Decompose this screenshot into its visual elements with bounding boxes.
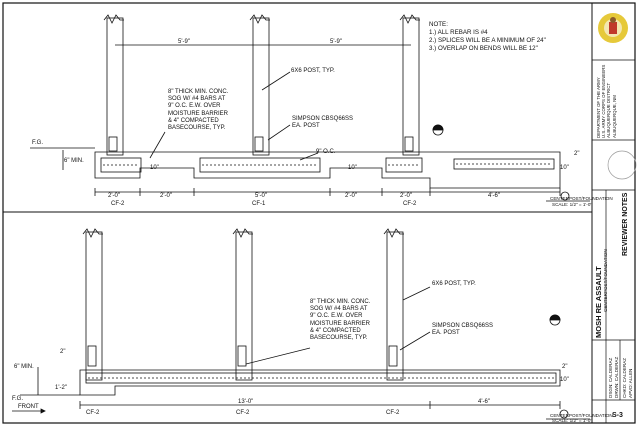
plan1-dim-10a: 10": [150, 165, 159, 171]
anchor-line: SIMPSON CBSQ66SS: [292, 116, 354, 122]
plan1-min: 6" MIN.: [64, 158, 84, 164]
plan2-front: FRONT: [18, 404, 39, 410]
plan2-span: 13'-0": [238, 399, 254, 405]
plan1-spacing: 9" O.C.: [316, 149, 336, 155]
plan1-slab-note: 8" THICK MIN. CONC. SOG W/ #4 BARS AT 9"…: [168, 89, 228, 132]
plan2-dim-10: 10": [560, 377, 569, 383]
plan1-dim: 2'-0": [345, 193, 357, 199]
plan2-anchor-note: SIMPSON CBSQ66SS EA. POST: [432, 323, 493, 337]
anchor-line: EA. POST: [432, 330, 460, 337]
slab-note-line: SOG W/ #4 BARS AT: [310, 306, 368, 313]
front-arrow: [12, 408, 46, 414]
plan2-span-right: 4'-6": [478, 399, 490, 405]
plan2-min: 6" MIN.: [14, 364, 34, 370]
plan1-dim: 2'-0": [108, 193, 120, 199]
plan2-footing: CF-2: [386, 410, 400, 416]
slab-note-line: 8" THICK MIN. CONC.: [168, 89, 229, 95]
notes-title: NOTE:: [429, 21, 448, 28]
slab-note-line: SOG W/ #4 BARS AT: [168, 96, 226, 103]
plan2-slab-note: 8" THICK MIN. CONC. SOG W/ #4 BARS AT 9"…: [310, 299, 370, 342]
section-marker-plan1: [432, 124, 590, 202]
plan1-span-left: 5'-9": [178, 39, 190, 45]
plan1-dim: 5'-0": [255, 193, 267, 199]
slab-note-line: MOISTURE BARRIER: [168, 110, 229, 117]
sheet-number: S-3: [612, 412, 623, 419]
plan1-dim: 2'-0": [400, 193, 412, 199]
slab-note-line: MOISTURE BARRIER: [310, 320, 371, 327]
slab-note-line: & 4" COMPACTED: [168, 117, 219, 124]
plan1-dim-10c: 10": [560, 165, 569, 171]
plan2-post-label: 6X6 POST, TYP.: [432, 281, 476, 287]
plan1-footing: CF-2: [111, 201, 125, 207]
plan1-section-caption: CENTERPOST/FOUNDATION: [550, 196, 613, 201]
approver: APVD: ALLEN: [628, 368, 633, 398]
sheet-title: REVIEWER NOTES: [622, 192, 629, 256]
note-item: 2.) SPLICES WILL BE A MINIMUM OF 24": [429, 37, 546, 44]
agency-line: ALBUQUERQUE, NM: [611, 95, 617, 138]
slab-note-line: & 4" COMPACTED: [310, 327, 361, 334]
section-marker-plan2: [546, 314, 590, 420]
plan2-dim-12: 1'-2": [55, 385, 67, 391]
titleblock-agency: DEPARTMENT OF THE ARMY U.S. ARMY CORPS O…: [596, 65, 617, 138]
designer: DSGN: CALDERAZ: [608, 357, 613, 398]
plan1-dim-10b: 10": [348, 165, 357, 171]
slab-note-line: BASECOURSE, TYP.: [168, 125, 226, 132]
plan2-section-caption: CENTERPOST/FOUNDATION: [550, 413, 613, 418]
plan1-span-right: 5'-9": [330, 39, 342, 45]
note-item: 3.) OVERLAP ON BENDS WILL BE 12": [429, 45, 538, 52]
plan2-dim-2a: 2": [60, 349, 66, 355]
plan2-footing: CF-2: [236, 410, 250, 416]
plan2-fg: F.G.: [12, 396, 24, 402]
plan1-dim-2: 2": [574, 151, 580, 157]
plan1-drawing: [30, 14, 561, 196]
plan1-footing: CF-1: [252, 201, 266, 207]
plan1-fg: F.G.: [32, 140, 44, 146]
plan2-footing: CF-2: [86, 410, 100, 416]
note-item: 1.) ALL REBAR IS #4: [429, 29, 488, 36]
slab-note-line: 9" O.C. E.W. OVER: [310, 313, 363, 320]
drafter: DRWN: CALDERAZ: [614, 356, 619, 398]
plan1-dim: 2'-0": [160, 193, 172, 199]
project-subtitle: CENTERPOST/FOUNDATION: [603, 249, 608, 312]
anchor-line: EA. POST: [292, 123, 320, 130]
project-title: MOSH RE ASSAULT: [594, 266, 603, 338]
slab-note-line: 9" O.C. E.W. OVER: [168, 103, 221, 110]
agency-emblem-icon: [598, 13, 628, 43]
titleblock-frame: [592, 59, 637, 423]
plan1-footing: CF-2: [403, 201, 417, 207]
anchor-line: SIMPSON CBSQ66SS: [432, 323, 494, 329]
plan1-anchor-note: SIMPSON CBSQ66SS EA. POST: [292, 116, 353, 130]
plan2-dim-2b: 2": [562, 364, 568, 370]
plan2-drawing: [20, 228, 561, 409]
plan1-section-scale: SCALE: 1/2" = 1'-0": [552, 202, 593, 207]
plan1-post-label: 6X6 POST, TYP.: [291, 68, 335, 74]
plan2-section-scale: SCALE: 1/2" = 1'-0": [552, 418, 593, 423]
slab-note-line: 8" THICK MIN. CONC.: [310, 299, 371, 305]
slab-note-line: BASECOURSE, TYP.: [310, 335, 368, 342]
plan1-dim: 4'-6": [488, 193, 500, 199]
checker: CHKD: CALDERAZ: [622, 357, 627, 398]
general-notes: NOTE: 1.) ALL REBAR IS #4 2.) SPLICES WI…: [429, 21, 546, 53]
